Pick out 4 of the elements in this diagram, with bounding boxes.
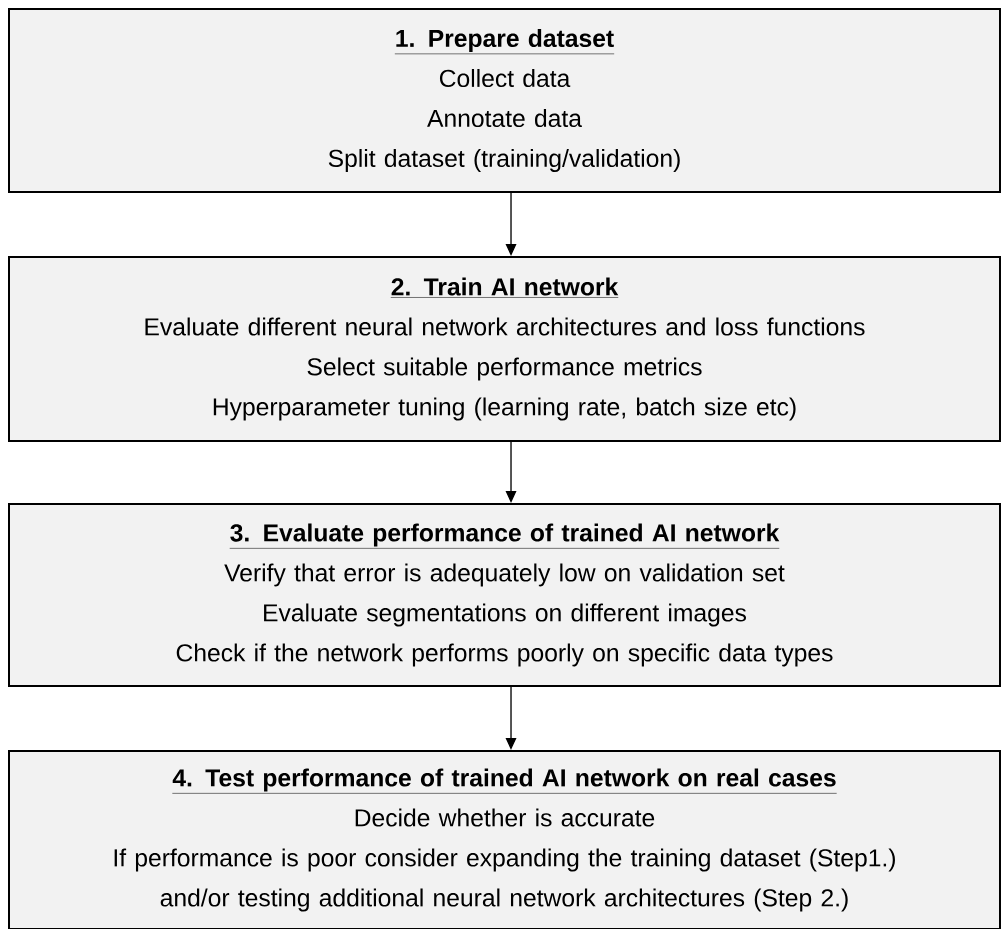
step-box: 3. Evaluate performance of trained AI network Verify that error is adequately low on validation set Evaluate segmentations on different images Check if the network performs poorly on specific data types: [8, 503, 1001, 687]
step-box: 1. Prepare dataset Collect data Annotate data Split dataset (training/validation): [8, 8, 1001, 193]
step-box: 4. Test performance of trained AI network on real cases Decide whether is accurate If performance is poor consider expanding the training dataset (Step1.) and/or testing additional neural network architectures (Step 2.): [8, 750, 1001, 929]
step-box: 2. Train AI network Evaluate different neural network architectures and loss functions Select suitable performance metrics Hyperparameter tuning (learning rate, batch size etc): [8, 256, 1001, 442]
